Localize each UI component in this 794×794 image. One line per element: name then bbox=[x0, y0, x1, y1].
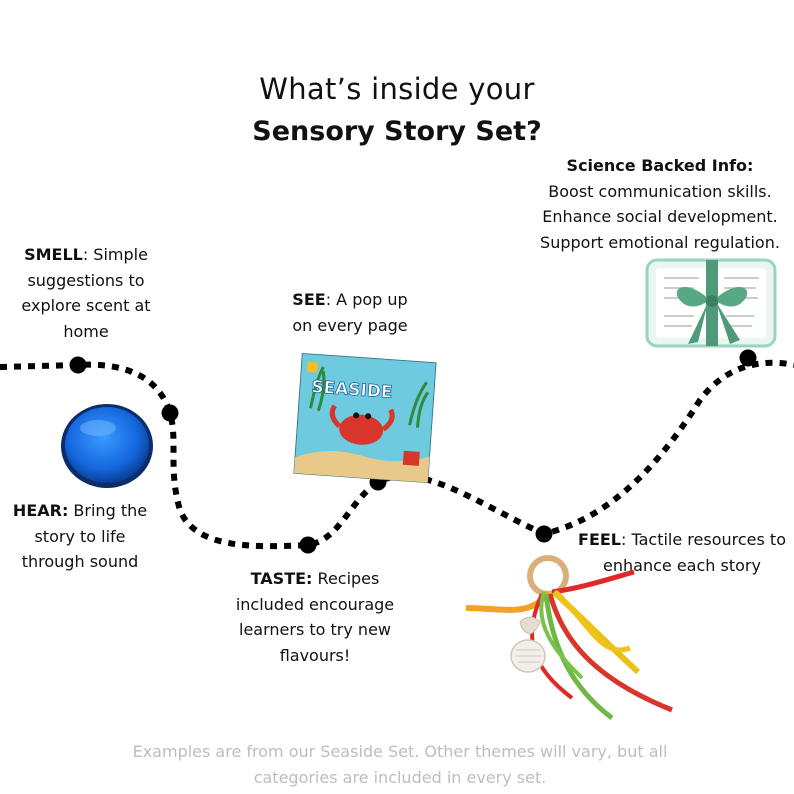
sound-button-image bbox=[61, 404, 153, 488]
smell-label: SMELL bbox=[24, 245, 83, 264]
taste-line-4: flavours! bbox=[279, 645, 351, 665]
feel-label: FEEL bbox=[578, 530, 621, 549]
science-line-3: Support emotional regulation. bbox=[540, 232, 780, 252]
footer-note: Examples are from our Seaside Set. Other… bbox=[100, 739, 700, 791]
hear-line-1: Bring the bbox=[68, 501, 148, 520]
feel-line-1: : Tactile resources to bbox=[621, 530, 786, 549]
see-line-2: on every page bbox=[292, 315, 408, 335]
footer-line-1: Examples are from our Seaside Set. Other… bbox=[132, 742, 668, 761]
seaside-book-image: SEASIDE bbox=[293, 352, 437, 484]
smell-line-2: suggestions to bbox=[27, 270, 145, 290]
taste-line-1: Recipes bbox=[312, 569, 380, 588]
title-line-2: Sensory Story Set? bbox=[252, 116, 542, 147]
smell-line-4: home bbox=[63, 321, 109, 341]
smell-line-3: explore scent at bbox=[21, 296, 151, 315]
taste-label: TASTE: bbox=[250, 569, 313, 588]
hear-line-2: story to life bbox=[34, 526, 126, 546]
smell-line-1: : Simple bbox=[82, 245, 148, 264]
ribbon-ring-image bbox=[465, 555, 673, 720]
path-node-smell bbox=[69, 356, 87, 374]
science-title: Science Backed Info: bbox=[566, 156, 754, 175]
hear-block: HEAR: Bring the story to life through so… bbox=[0, 498, 160, 575]
feel-block: FEEL: Tactile resources to enhance each … bbox=[570, 527, 794, 578]
gift-box-image bbox=[645, 258, 777, 348]
title-line-1: What’s inside your bbox=[259, 72, 535, 106]
hear-label: HEAR: bbox=[12, 501, 69, 520]
taste-block: TASTE: Recipes included encourage learne… bbox=[220, 566, 410, 668]
see-label: SEE bbox=[292, 290, 326, 309]
path-node-science bbox=[739, 349, 757, 367]
taste-line-3: learners to try new bbox=[239, 620, 391, 639]
feel-line-2: enhance each story bbox=[603, 555, 761, 575]
smell-block: SMELL: Simple suggestions to explore sce… bbox=[0, 242, 172, 344]
path-node-hear bbox=[161, 404, 179, 422]
science-block: Science Backed Info: Boost communication… bbox=[520, 153, 794, 255]
science-line-2: Enhance social development. bbox=[542, 207, 778, 226]
path-node-taste bbox=[299, 536, 317, 554]
see-block: SEE: A pop up on every page bbox=[270, 287, 430, 338]
science-line-1: Boost communication skills. bbox=[548, 181, 772, 201]
footer-line-2: categories are included in every set. bbox=[253, 768, 547, 787]
hear-line-3: through sound bbox=[21, 552, 139, 571]
see-line-1: : A pop up bbox=[325, 290, 408, 309]
path-node-feel bbox=[535, 525, 553, 543]
taste-line-2: included encourage bbox=[235, 594, 395, 614]
